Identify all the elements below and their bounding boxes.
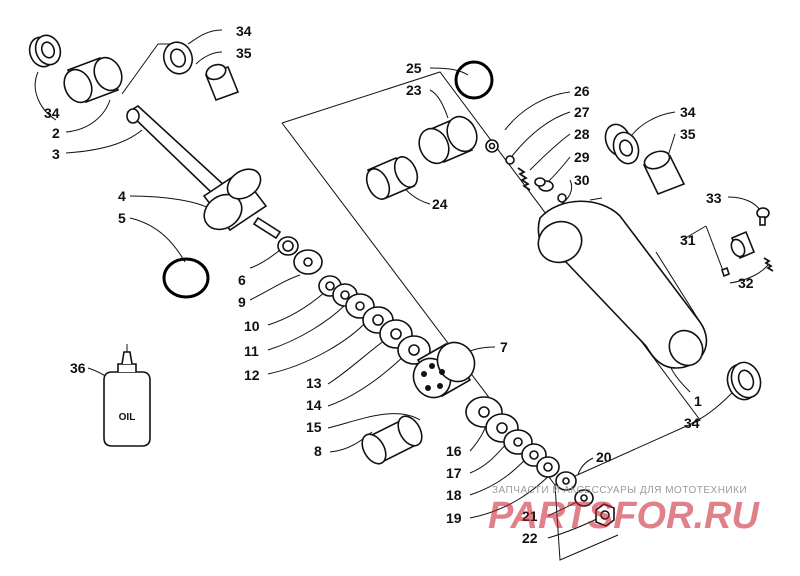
valve-29 (534, 177, 554, 192)
label-16: 16 (446, 443, 462, 459)
bushing-34-right (604, 123, 640, 165)
label-7: 7 (500, 339, 508, 355)
label-9: 9 (238, 294, 246, 310)
piston-7 (412, 341, 476, 399)
shock-body-1 (537, 197, 708, 369)
bushing-34-top-left (28, 34, 62, 68)
label-21: 21 (522, 508, 538, 524)
label-13: 13 (306, 375, 322, 391)
label-17: 17 (446, 465, 462, 481)
label-2: 2 (52, 125, 60, 141)
piston-band-8 (361, 415, 423, 465)
callout-labels: 34 35 34 2 3 4 5 6 9 10 11 12 13 14 15 8… (44, 23, 754, 546)
label-27: 27 (574, 104, 590, 120)
valve-assembly-31 (721, 230, 756, 278)
label-33: 33 (706, 190, 722, 206)
label-14: 14 (306, 397, 322, 413)
label-23: 23 (406, 82, 422, 98)
label-11: 11 (244, 343, 259, 359)
oil-label: OIL (119, 412, 136, 423)
band-24 (365, 156, 419, 200)
label-34: 34 (684, 415, 700, 431)
label-20: 20 (596, 449, 612, 465)
oil-bottle-36: OIL (103, 344, 151, 447)
label-8: 8 (314, 443, 322, 459)
label-30: 30 (574, 172, 590, 188)
label-12: 12 (244, 367, 260, 383)
label-31: 31 (680, 232, 696, 248)
washer-21 (574, 489, 594, 507)
label-15: 15 (306, 419, 322, 435)
watermark-caption: ЗАПЧАСТИ И АКСЕССУАРЫ ДЛЯ МОТОТЕХНИКИ (492, 485, 747, 496)
nut-6 (277, 236, 299, 256)
label-1: 1 (694, 393, 702, 409)
spring-28 (517, 167, 531, 191)
label-3: 3 (52, 146, 60, 162)
shaft-3 (126, 105, 227, 196)
bushing-34-top (162, 41, 194, 75)
label-32: 32 (738, 275, 754, 291)
label-5: 5 (118, 210, 126, 226)
seal-head-4 (202, 168, 282, 240)
label-24: 24 (432, 196, 448, 212)
label-4: 4 (118, 188, 126, 204)
nut-22 (595, 503, 615, 527)
label-22: 22 (522, 530, 538, 546)
ball-30 (557, 193, 567, 203)
o-ring-5 (162, 257, 210, 299)
shim-stack-lower (465, 396, 577, 491)
label-19: 19 (446, 510, 462, 526)
shim-stack-upper (293, 249, 431, 365)
valve-cap-26 (485, 139, 499, 153)
screw-33 (756, 207, 770, 226)
eye-housing-2 (63, 56, 123, 104)
label-34: 34 (236, 23, 252, 39)
o-ring-25 (454, 60, 494, 100)
watermark-logo: PARTSFOR.RU (488, 495, 760, 537)
label-35: 35 (680, 126, 696, 142)
label-29: 29 (574, 149, 590, 165)
label-35: 35 (236, 45, 252, 61)
sleeve-35-top (204, 63, 240, 102)
label-36: 36 (70, 360, 86, 376)
label-26: 26 (574, 83, 590, 99)
ball-27 (505, 155, 515, 165)
sleeve-35-right (642, 150, 686, 196)
bushing-34-bottom-right (726, 361, 762, 401)
spring-32 (763, 257, 774, 272)
label-34: 34 (680, 104, 696, 120)
label-34: 34 (44, 105, 60, 121)
label-25: 25 (406, 60, 422, 76)
label-28: 28 (574, 126, 590, 142)
reservoir-piston-23 (418, 115, 478, 165)
label-6: 6 (238, 272, 246, 288)
label-18: 18 (446, 487, 462, 503)
label-10: 10 (244, 318, 260, 334)
watermark: ЗАПЧАСТИ И АКСЕССУАРЫ ДЛЯ МОТОТЕХНИКИ PA… (488, 485, 760, 537)
